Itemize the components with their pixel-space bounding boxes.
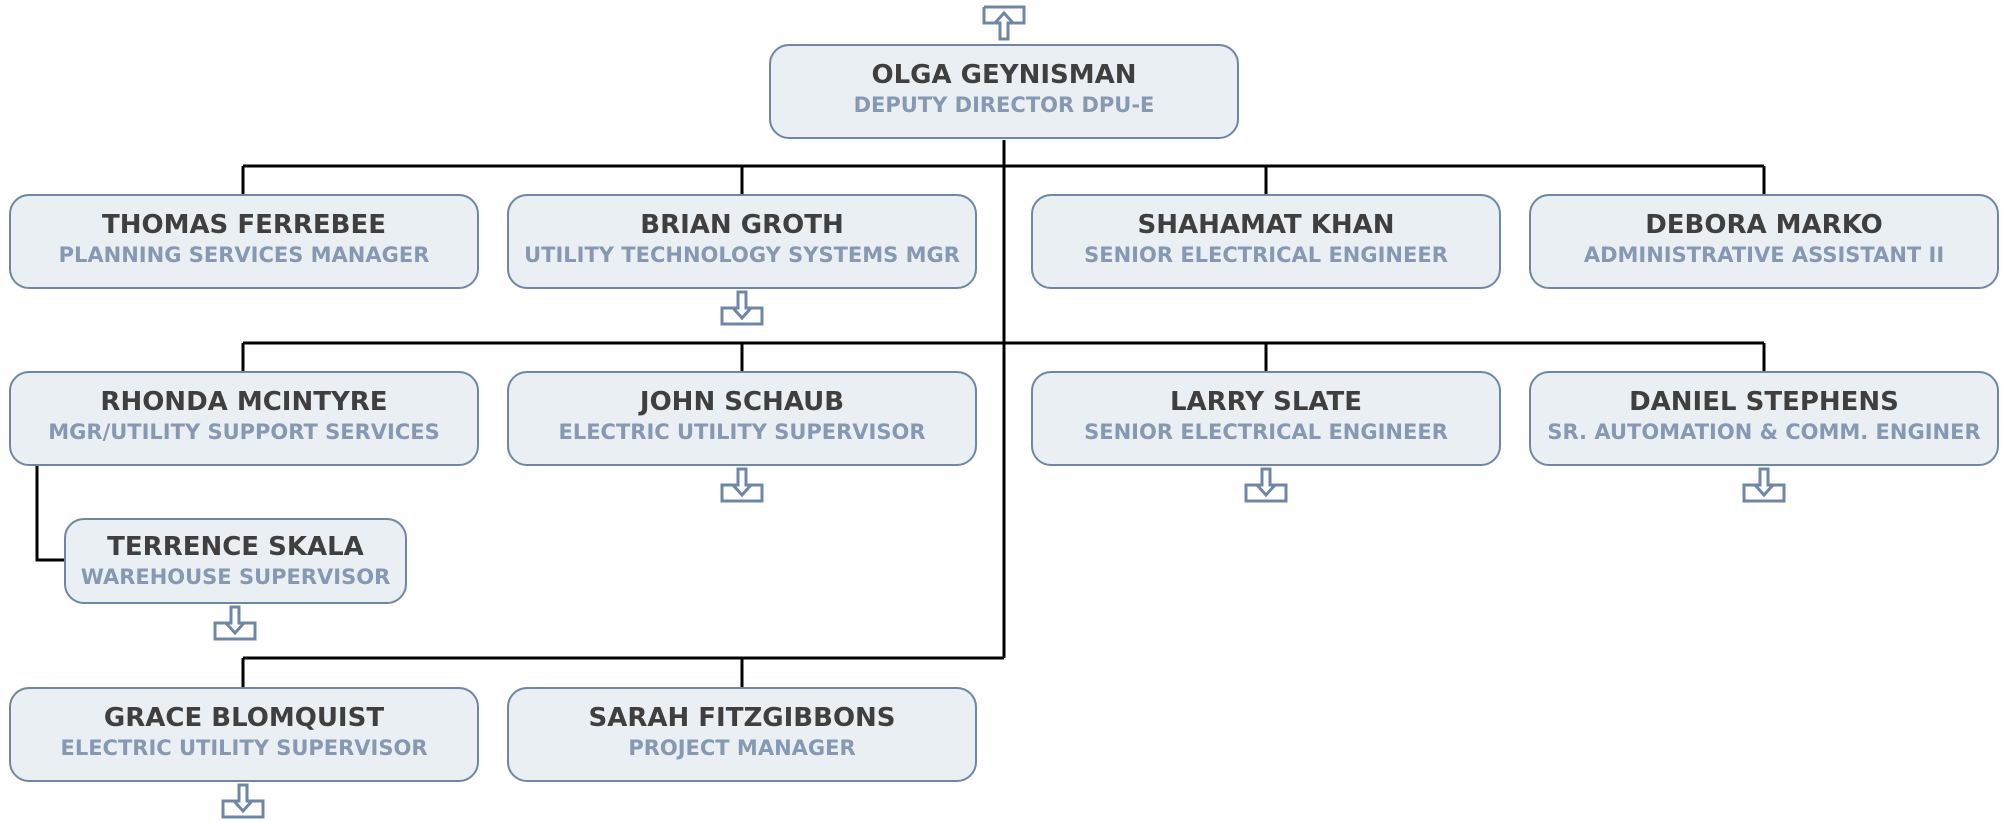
node-title: ELECTRIC UTILITY SUPERVISOR bbox=[60, 736, 428, 760]
node-name: BRIAN GROTH bbox=[640, 210, 844, 240]
node-larry-slate[interactable]: LARRY SLATE SENIOR ELECTRICAL ENGINEER bbox=[1031, 371, 1501, 466]
node-name: DANIEL STEPHENS bbox=[1629, 387, 1899, 417]
node-title: WAREHOUSE SUPERVISOR bbox=[80, 565, 391, 589]
node-name: DEBORA MARKO bbox=[1645, 210, 1883, 240]
node-daniel-stephens[interactable]: DANIEL STEPHENS SR. AUTOMATION & COMM. E… bbox=[1529, 371, 1999, 466]
expand-down-icon[interactable] bbox=[1244, 467, 1288, 503]
node-grace-blomquist[interactable]: GRACE BLOMQUIST ELECTRIC UTILITY SUPERVI… bbox=[9, 687, 479, 782]
node-name: SARAH FITZGIBBONS bbox=[588, 703, 896, 733]
node-name: JOHN SCHAUB bbox=[639, 387, 845, 417]
navigate-up-icon[interactable] bbox=[982, 5, 1026, 41]
node-title: ELECTRIC UTILITY SUPERVISOR bbox=[558, 420, 926, 444]
expand-down-icon[interactable] bbox=[213, 605, 257, 641]
node-name: OLGA GEYNISMAN bbox=[871, 60, 1137, 90]
node-title: PLANNING SERVICES MANAGER bbox=[58, 243, 430, 267]
node-title: MGR/UTILITY SUPPORT SERVICES bbox=[48, 420, 440, 444]
node-title: ADMINISTRATIVE ASSISTANT II bbox=[1583, 243, 1945, 267]
node-name: THOMAS FERREBEE bbox=[101, 210, 387, 240]
node-title: SR. AUTOMATION & COMM. ENGINER bbox=[1547, 420, 1981, 444]
node-terrence-skala[interactable]: TERRENCE SKALA WAREHOUSE SUPERVISOR bbox=[64, 518, 407, 604]
expand-down-icon[interactable] bbox=[720, 467, 764, 503]
node-name: TERRENCE SKALA bbox=[107, 532, 364, 562]
node-john-schaub[interactable]: JOHN SCHAUB ELECTRIC UTILITY SUPERVISOR bbox=[507, 371, 977, 466]
node-shahamat-khan[interactable]: SHAHAMAT KHAN SENIOR ELECTRICAL ENGINEER bbox=[1031, 194, 1501, 289]
node-name: LARRY SLATE bbox=[1169, 387, 1363, 417]
node-name: RHONDA MCINTYRE bbox=[100, 387, 388, 417]
expand-down-icon[interactable] bbox=[1742, 467, 1786, 503]
expand-down-icon[interactable] bbox=[720, 290, 764, 326]
node-debora-marko[interactable]: DEBORA MARKO ADMINISTRATIVE ASSISTANT II bbox=[1529, 194, 1999, 289]
node-thomas-ferrebee[interactable]: THOMAS FERREBEE PLANNING SERVICES MANAGE… bbox=[9, 194, 479, 289]
node-title: SENIOR ELECTRICAL ENGINEER bbox=[1084, 243, 1448, 267]
node-rhonda-mcintyre[interactable]: RHONDA MCINTYRE MGR/UTILITY SUPPORT SERV… bbox=[9, 371, 479, 466]
node-title: PROJECT MANAGER bbox=[628, 736, 856, 760]
node-title: DEPUTY DIRECTOR DPU-E bbox=[853, 93, 1155, 117]
expand-down-icon[interactable] bbox=[221, 783, 265, 819]
sub-line-skala bbox=[35, 465, 64, 562]
node-olga-geynisman[interactable]: OLGA GEYNISMAN DEPUTY DIRECTOR DPU-E bbox=[769, 44, 1239, 139]
node-name: SHAHAMAT KHAN bbox=[1137, 210, 1395, 240]
node-brian-groth[interactable]: BRIAN GROTH UTILITY TECHNOLOGY SYSTEMS M… bbox=[507, 194, 977, 289]
node-name: GRACE BLOMQUIST bbox=[103, 703, 385, 733]
node-title: UTILITY TECHNOLOGY SYSTEMS MGR bbox=[524, 243, 960, 267]
node-title: SENIOR ELECTRICAL ENGINEER bbox=[1084, 420, 1448, 444]
node-sarah-fitzgibbons[interactable]: SARAH FITZGIBBONS PROJECT MANAGER bbox=[507, 687, 977, 782]
